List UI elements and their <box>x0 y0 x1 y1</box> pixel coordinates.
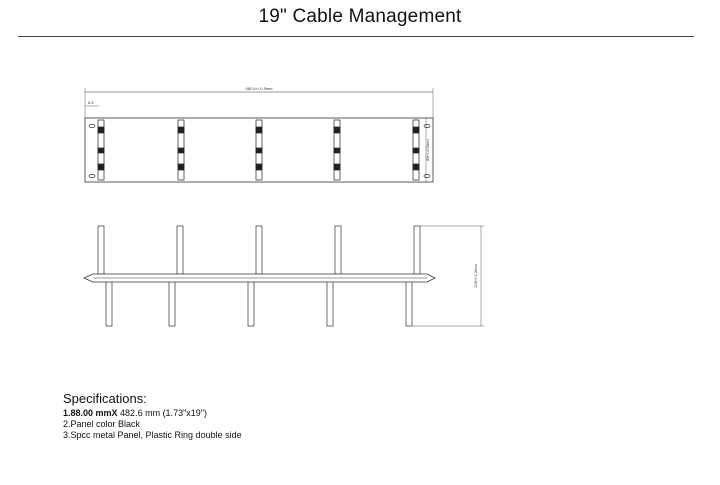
page-title: 19" Cable Management <box>258 6 462 27</box>
width-dimension-label: 482.6+/-0.5mm <box>245 86 273 91</box>
spec-line-3: 3.Spcc metal Panel, Plastic Ring double … <box>63 430 242 440</box>
spec-line-2: 2.Panel color Black <box>63 419 141 429</box>
spec-line-1: 1.88.00 mmX 482.6 mm (1.73"x19") <box>63 408 242 419</box>
specifications: Specifications: 1.88.00 mmX 482.6 mm (1.… <box>63 391 242 441</box>
front-view <box>84 88 434 183</box>
specifications-heading: Specifications: <box>63 391 147 406</box>
height-dimension-label: 88+/-0.5mm <box>425 139 430 161</box>
side-view <box>83 225 484 327</box>
spec-line-1-prefix: 1.88.00 mmX <box>63 408 118 418</box>
small-dimension-label: 6.5 <box>88 100 94 105</box>
title-underline <box>18 36 694 37</box>
spec-line-1-rest: 482.6 mm (1.73"x19") <box>117 408 207 418</box>
front-ring-brackets <box>97 119 420 181</box>
side-height-dimension-label: 128+/-1.2mm <box>473 263 478 287</box>
